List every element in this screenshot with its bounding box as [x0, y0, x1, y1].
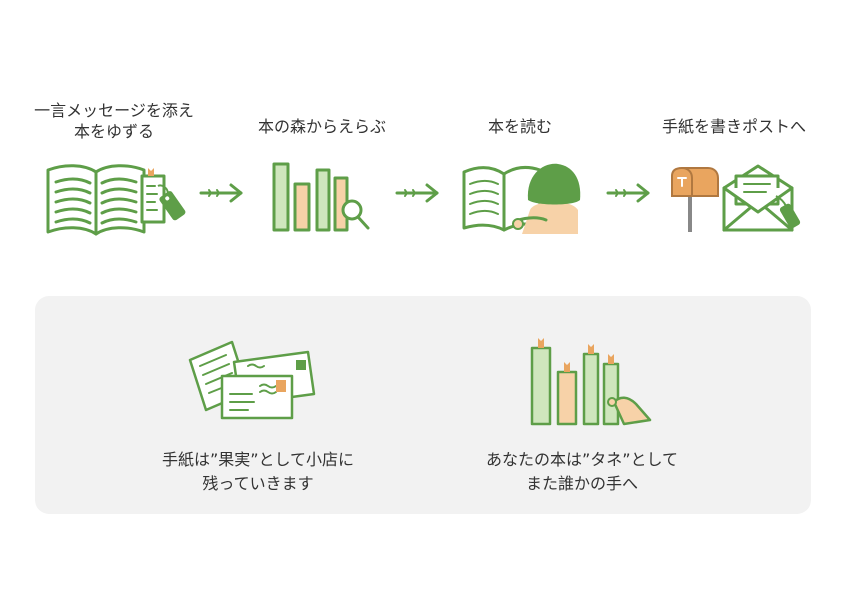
mailbox-and-letter-icon	[671, 164, 801, 232]
panel-item-2-label: あなたの本は”タネ”として また誰かの手へ	[486, 448, 678, 496]
step-3-label: 本を読む	[488, 116, 552, 137]
panel-item-1-label: 手紙は”果実”として小店に 残っていきます	[162, 448, 354, 496]
step-2-label-line-1: 本の森からえらぶ	[257, 117, 387, 136]
step-1-label-line-1: 一言メッセージを添え	[34, 101, 194, 120]
panel-item-1-label-line-2: 残っていきます	[202, 474, 314, 493]
step-2-label: 本の森からえらぶ	[258, 116, 386, 137]
result-panel	[35, 296, 811, 514]
step-1-label: 一言メッセージを添え 本をゆずる	[34, 100, 194, 142]
step-3-label-line-1: 本を読む	[487, 117, 553, 136]
person-reading-book-icon	[462, 163, 581, 234]
panel-item-2-label-line-2: また誰かの手へ	[525, 474, 639, 493]
panel-item-2-label-line-1: あなたの本は”タネ”として	[485, 450, 679, 469]
flow-arrow-3	[606, 183, 650, 203]
books-picked-by-hand-icon	[530, 338, 652, 426]
bookshelf-with-magnifier-icon	[272, 162, 370, 232]
panel-item-1-label-line-1: 手紙は”果実”として小店に	[161, 450, 355, 469]
letters-stack-icon	[188, 340, 316, 420]
step-4-label-line-1: 手紙を書きポストへ	[661, 117, 807, 136]
step-4-label: 手紙を書きポストへ	[662, 116, 806, 137]
flow-arrow-2	[395, 183, 439, 203]
step-1-label-line-2: 本をゆずる	[73, 122, 154, 141]
open-book-with-bookmark-icon	[46, 164, 186, 236]
flow-arrow-1	[199, 183, 243, 203]
